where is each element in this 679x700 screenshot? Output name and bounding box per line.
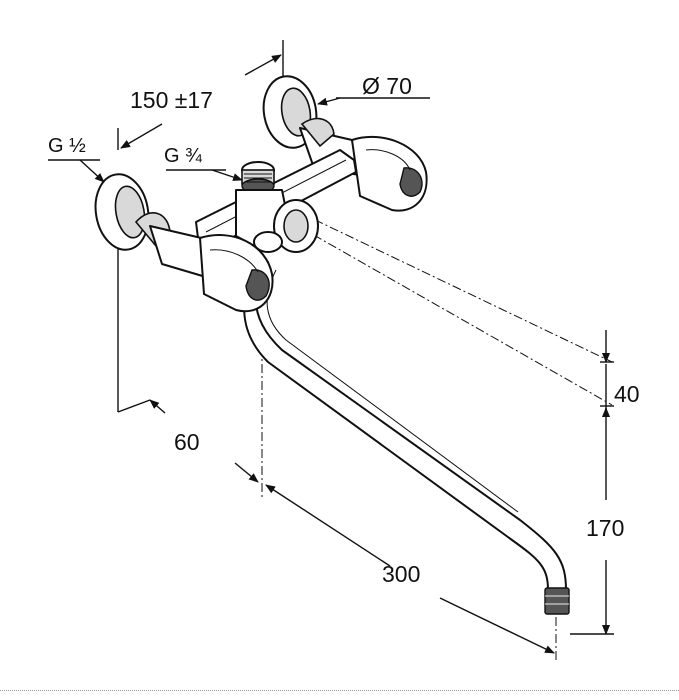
- top-outlet: [241, 161, 275, 194]
- label-spacing: 150 ±17: [130, 87, 213, 113]
- central-block: [235, 189, 319, 253]
- label-inlet-thread: G ½: [48, 135, 86, 157]
- spout: [243, 261, 567, 591]
- dimension-lines: [48, 40, 614, 660]
- spout-nozzle: [544, 587, 570, 615]
- label-diameter: Ø 70: [362, 73, 412, 99]
- label-height-large: 170: [586, 515, 624, 541]
- right-valve-handle: [299, 117, 428, 212]
- label-spout-length: 300: [382, 561, 420, 587]
- dimension-labels: 150 ±17 Ø 70 G ½ G ¾ 60 300 40 170: [48, 73, 640, 587]
- faucet-illustration: [94, 75, 570, 615]
- left-valve-handle: [134, 212, 274, 313]
- bottom-border: [0, 690, 679, 691]
- label-height-small: 40: [614, 381, 640, 407]
- left-rosette: [94, 173, 150, 251]
- label-outlet-thread: G ¾: [164, 145, 202, 167]
- label-wall-offset: 60: [174, 429, 200, 455]
